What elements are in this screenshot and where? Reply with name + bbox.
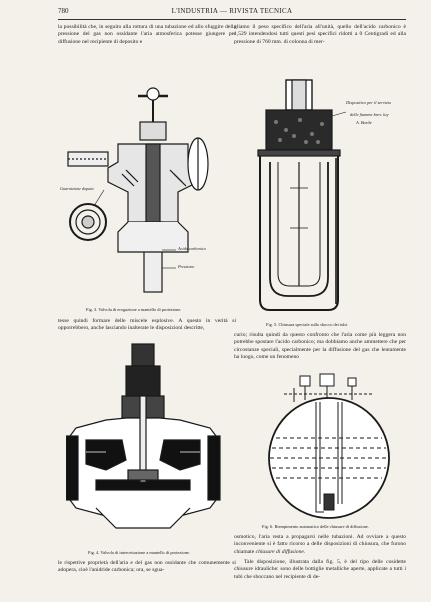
fig3-label-guarnizione: Guarnizione dopata	[60, 186, 94, 191]
fig4-caption: Fig. 4. Valvola di intercettazione a man…	[88, 550, 190, 555]
figure-3-valve: Guarnizione dopata Acido carbonico Press…	[58, 82, 236, 302]
fig5-label-line-3: A. Bartle	[356, 120, 372, 125]
page-header: 780 L'INDUSTRIA — RIVISTA TECNICA	[58, 7, 406, 19]
fig6-caption: Fig. 6. Riempimento automatico delle chi…	[262, 524, 369, 529]
fig5-label-line-2: delle fiamme brev. lay	[350, 112, 389, 117]
right-paragraph-3-end: .	[303, 548, 306, 555]
emphasis-chiusure-di-diffusione: chiusure di diffusione	[255, 548, 304, 555]
left-paragraph-2: tesse quindi formare delle miscele esplo…	[58, 318, 236, 332]
fig5-caption: Fig. 5. Chiusura speciale sullo sbocco d…	[266, 322, 348, 327]
fig3-label-acido: Acido carbonico	[178, 246, 206, 251]
fig5-label-line-1: Dispositivo per il servizio	[346, 100, 392, 105]
fig3-caption: Fig. 3. Valvola di erogazione a mantello…	[86, 307, 182, 312]
figure-5-closure: Dispositivo per il servizio delle fiamme…	[246, 78, 402, 318]
page-number: 780	[58, 7, 69, 15]
fig3-label-pressione: Pressione	[178, 264, 195, 269]
right-paragraph-3: osmotico, l'aria resta a propagarsi nell…	[234, 534, 406, 556]
figure-6-tank	[254, 372, 404, 520]
right-paragraph-3-start: osmotico, l'aria resta a propagarsi nell…	[234, 534, 406, 555]
right-paragraph-2: curio; risulta quindi da questo confront…	[234, 332, 406, 361]
right-paragraph-4: Tale disposizione, illustrata dalla fig.…	[234, 559, 406, 580]
journal-title: L'INDUSTRIA — RIVISTA TECNICA	[171, 7, 293, 15]
left-paragraph-1: la possibilità che, in seguito alla rott…	[58, 24, 236, 45]
header-rule	[58, 19, 406, 20]
figure-4-valve	[66, 340, 230, 540]
left-paragraph-3: le rispettive proprietà dell'aria e del …	[58, 560, 236, 574]
right-paragraph-1: gliamo il peso specifico dell'aria all'u…	[234, 24, 406, 45]
